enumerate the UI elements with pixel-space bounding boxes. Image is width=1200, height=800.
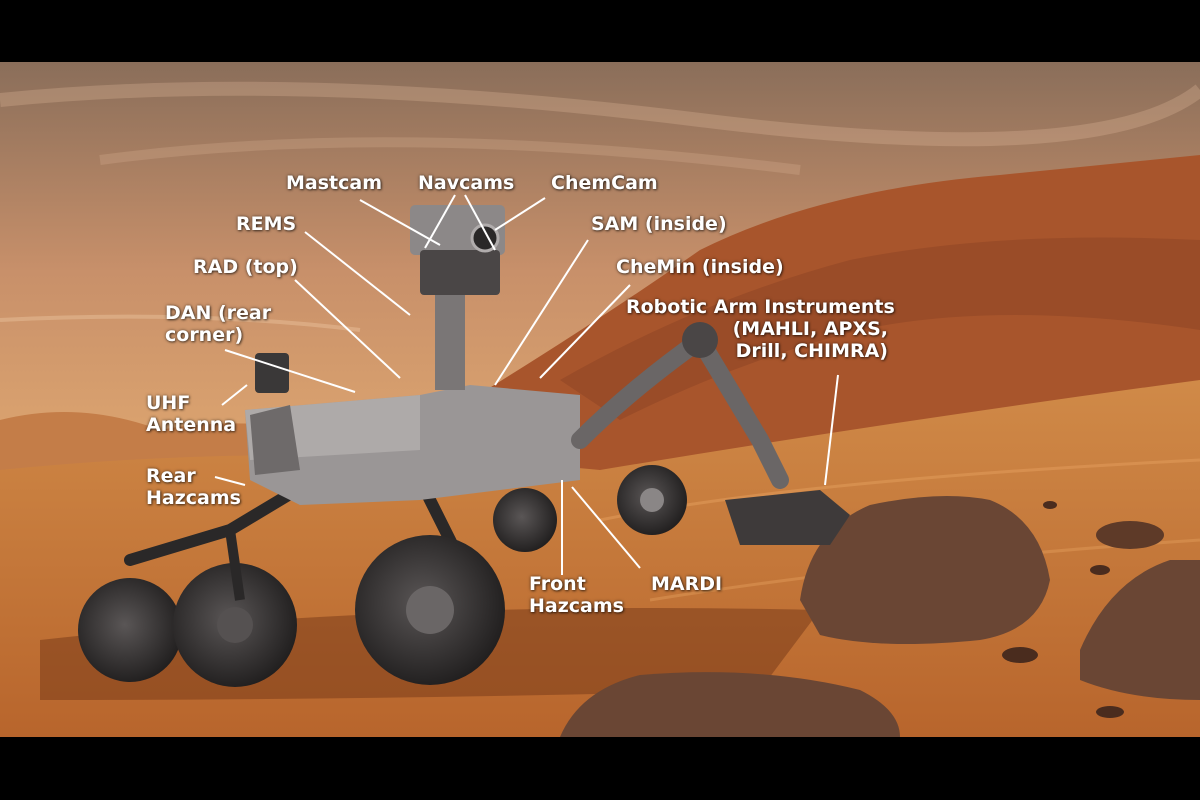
label-rems: REMS <box>236 213 296 235</box>
label-line: UHF <box>146 392 191 414</box>
leader-line <box>221 384 248 406</box>
pebble <box>1090 565 1110 575</box>
leader-line <box>224 349 356 393</box>
mars-scene: Mastcam Navcams ChemCam REMS SAM (inside… <box>0 62 1200 737</box>
label-line: (MAHLI, APXS, <box>732 318 888 340</box>
label-dan: DAN (rear corner) <box>165 302 271 346</box>
label-navcams: Navcams <box>418 172 514 194</box>
far-front-hub <box>640 488 664 512</box>
sky-streak <box>0 314 361 332</box>
leader-line <box>824 374 839 486</box>
label-uhf-antenna: UHF Antenna <box>146 392 236 436</box>
front-wheel-hub <box>406 586 454 634</box>
label-line: CheMin (inside) <box>616 256 784 278</box>
leader-line <box>424 194 456 249</box>
pebble <box>1002 647 1038 663</box>
leader-line <box>464 194 496 251</box>
pebble <box>1096 521 1164 549</box>
leader-line <box>214 476 246 486</box>
arm-joint <box>682 322 718 358</box>
label-front-hazcams: Front Hazcams <box>529 573 624 617</box>
sky-streak <box>0 81 1200 147</box>
label-line: MARDI <box>651 573 723 595</box>
leader-lines <box>214 194 839 575</box>
pebble <box>1096 706 1124 718</box>
label-mastcam: Mastcam <box>286 172 382 194</box>
label-sam: SAM (inside) <box>591 213 727 235</box>
label-chemcam: ChemCam <box>551 172 658 194</box>
leader-line <box>294 279 401 379</box>
label-line: Robotic Arm Instruments <box>626 296 895 318</box>
leader-line <box>494 239 589 386</box>
label-line: REMS <box>236 213 297 235</box>
pebble <box>1043 501 1057 509</box>
label-line: Rear <box>146 465 196 487</box>
label-line: SAM (inside) <box>591 213 727 235</box>
scene-illustration <box>0 62 1200 737</box>
label-line: ChemCam <box>551 172 658 194</box>
far-wheel <box>493 488 557 552</box>
uhf-antenna <box>255 353 289 393</box>
right-rock <box>1080 560 1200 700</box>
label-rad: RAD (top) <box>193 256 298 278</box>
label-rear-hazcams: Rear Hazcams <box>146 465 241 509</box>
label-line: RAD (top) <box>193 256 298 278</box>
label-line: Front <box>529 573 586 595</box>
label-chemin: CheMin (inside) <box>616 256 784 278</box>
label-line: Antenna <box>146 414 237 436</box>
leader-line <box>359 199 441 246</box>
leader-line <box>494 197 546 231</box>
large-rock <box>800 496 1050 644</box>
sky-streak <box>99 137 801 175</box>
label-line: Hazcams <box>146 487 241 509</box>
leader-line <box>539 284 631 379</box>
label-line: Hazcams <box>529 595 624 617</box>
label-robotic-arm: Robotic Arm Instruments (MAHLI, APXS, Dr… <box>626 296 895 362</box>
label-line: corner) <box>165 324 244 346</box>
leader-line <box>304 231 411 316</box>
label-line: Drill, CHIMRA) <box>735 340 888 362</box>
rear-wheel <box>78 578 182 682</box>
label-line: Navcams <box>418 172 515 194</box>
foreground-rock <box>560 672 900 737</box>
mast-head-lower <box>420 250 500 295</box>
middle-wheel-hub <box>217 607 253 643</box>
rover <box>78 205 850 687</box>
leader-line <box>571 486 641 569</box>
arm-turret <box>725 490 850 545</box>
rtg <box>250 405 300 475</box>
letterbox-bottom <box>0 737 1200 800</box>
label-line: DAN (rear <box>165 302 272 324</box>
letterbox-top <box>0 0 1200 62</box>
mast <box>435 290 465 390</box>
label-mardi: MARDI <box>651 573 722 595</box>
rocker-bogie <box>225 529 245 601</box>
label-line: Mastcam <box>286 172 383 194</box>
